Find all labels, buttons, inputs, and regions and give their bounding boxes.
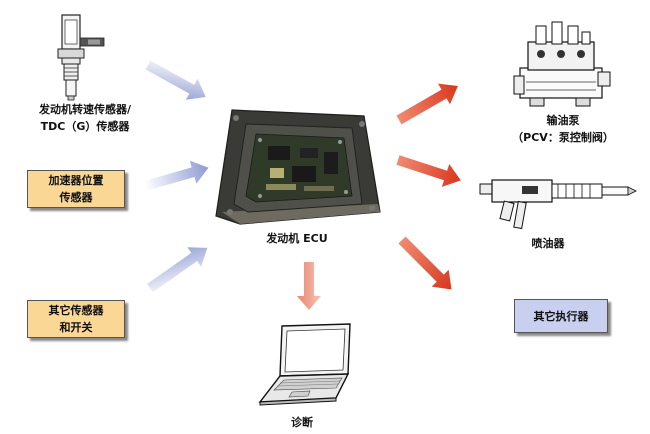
speed-sensor-label: 发动机转速传感器/ TDC（G）传感器	[10, 101, 160, 135]
pump-label: 输油泵 （PCV：泵控制阀）	[498, 112, 628, 146]
output-arrow-pump	[396, 83, 458, 125]
speed-sensor-label-line2: TDC（G）传感器	[40, 120, 130, 133]
other-sensors-label-line1: 其它传感器	[48, 304, 104, 317]
laptop-icon	[258, 323, 351, 406]
output-arrow-actuators	[398, 236, 452, 290]
diagnosis-label: 诊断	[291, 416, 313, 429]
speed-sensor-label-line1: 发动机转速传感器/	[38, 103, 132, 116]
other-sensors-box: 其它传感器 和开关	[27, 300, 125, 338]
other-actuators-label: 其它执行器	[533, 310, 589, 323]
fuel-pump-icon	[513, 21, 611, 107]
pump-label-line2: （PCV：泵控制阀）	[512, 131, 614, 144]
accel-sensor-box: 加速器位置 传感器	[27, 170, 125, 208]
ecu-icon	[215, 109, 381, 225]
other-actuators-box: 其它执行器	[514, 299, 608, 333]
input-arrow-accel	[143, 160, 209, 191]
output-arrow-diagnosis	[297, 262, 321, 310]
accel-sensor-label-line1: 加速器位置	[48, 174, 104, 187]
injector-icon	[479, 179, 637, 230]
input-arrow-other	[147, 247, 208, 293]
pump-label-line1: 输油泵	[546, 114, 580, 127]
ecu-label: 发动机 ECU	[266, 232, 328, 245]
accel-sensor-label-line2: 传感器	[59, 191, 93, 204]
input-arrow-speed	[145, 60, 206, 100]
other-sensors-label-line2: 和开关	[59, 321, 93, 334]
output-arrow-injector	[396, 155, 461, 187]
injector-label: 喷油器	[531, 237, 565, 250]
speed-sensor-icon	[57, 14, 105, 101]
